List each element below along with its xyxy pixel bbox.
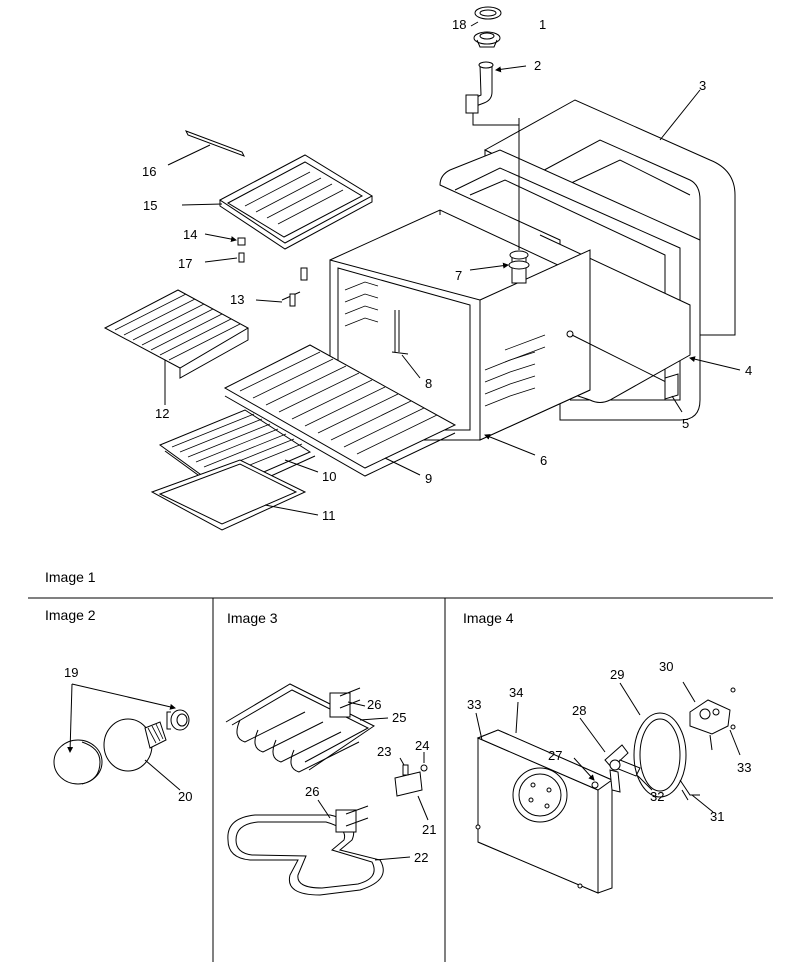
part-29-fan-element [633, 712, 700, 801]
callout-1: 1 [539, 17, 546, 32]
callout-10: 10 [322, 469, 336, 484]
callout-25: 25 [392, 710, 406, 725]
callout-29: 29 [610, 667, 624, 682]
callout-6: 6 [540, 453, 547, 468]
part-19-lens [53, 709, 190, 785]
part-9-oven-rack [223, 344, 457, 477]
callout-18: 18 [452, 17, 466, 32]
part-30-fan-motor [689, 699, 731, 751]
part-20-bulb [103, 718, 167, 772]
part-18-gasket [474, 6, 502, 20]
part-17-screw [238, 252, 245, 263]
callout-3: 3 [699, 78, 706, 93]
part-14-bracket [237, 237, 308, 281]
callout-31: 31 [710, 809, 724, 824]
callout-11: 11 [322, 508, 336, 523]
callout-17: 17 [178, 256, 192, 271]
callout-4: 4 [745, 363, 752, 378]
callout-15: 15 [143, 198, 157, 213]
callout-12: 12 [155, 406, 169, 421]
callout-33a: 33 [467, 697, 481, 712]
callout-32: 32 [650, 789, 664, 804]
callout-26b: 26 [305, 784, 319, 799]
part-10-broil-grid [158, 409, 316, 497]
bottom-panel-frame [28, 597, 773, 962]
image1-leader-lines [164, 21, 741, 516]
part-11-broil-pan [150, 459, 307, 531]
callout-22: 22 [414, 850, 428, 865]
part-13-clip [281, 291, 301, 307]
part-7-vent-connector [472, 110, 530, 284]
callout-23: 23 [377, 744, 391, 759]
part-5-bracket [566, 330, 679, 400]
image3-heating-elements: 26 25 26 23 24 21 22 [225, 683, 436, 896]
part-28-fan-blade [604, 744, 641, 793]
callout-28: 28 [572, 703, 586, 718]
part-22-bake-element [227, 805, 384, 896]
callout-5: 5 [682, 416, 689, 431]
part-16-rod [184, 130, 246, 157]
part-8-rod [391, 310, 409, 355]
callout-16: 16 [142, 164, 156, 179]
callout-26a: 26 [367, 697, 381, 712]
caption-image-2: Image 2 [45, 607, 96, 623]
caption-image-1: Image 1 [45, 569, 96, 585]
callout-24: 24 [415, 738, 429, 753]
part-15-tray [219, 154, 374, 250]
callout-33b: 33 [737, 760, 751, 775]
caption-image-3: Image 3 [227, 610, 278, 626]
image1-assembly: 1 2 3 4 5 6 7 8 9 10 11 12 13 14 15 16 1… [103, 6, 752, 531]
callout-30: 30 [659, 659, 673, 674]
part-21-terminal-block [394, 764, 428, 797]
callout-20: 20 [178, 789, 192, 804]
callout-21: 21 [422, 822, 436, 837]
callout-8: 8 [425, 376, 432, 391]
callout-27: 27 [548, 748, 562, 763]
part-2-vent-tube [465, 61, 494, 114]
callout-19: 19 [64, 665, 78, 680]
callout-34: 34 [509, 685, 523, 700]
image1-callouts: 1 2 3 4 5 6 7 8 9 10 11 12 13 14 15 16 1… [142, 17, 752, 523]
caption-image-4: Image 4 [463, 610, 514, 626]
part-12-small-rack [103, 289, 250, 379]
part-27-screw [591, 781, 599, 789]
callout-14: 14 [183, 227, 197, 242]
callout-2: 2 [534, 58, 541, 73]
callout-7: 7 [455, 268, 462, 283]
part-34-panel [476, 729, 614, 894]
part-1-vent-cap [473, 31, 501, 48]
image4-convection-assembly: 33 34 28 27 29 30 33 31 32 [467, 659, 751, 894]
part-33-screws [475, 687, 736, 889]
part-25-broil-element [225, 683, 375, 773]
callout-13: 13 [230, 292, 244, 307]
image2-light-assembly: 19 20 [53, 665, 192, 804]
callout-9: 9 [425, 471, 432, 486]
